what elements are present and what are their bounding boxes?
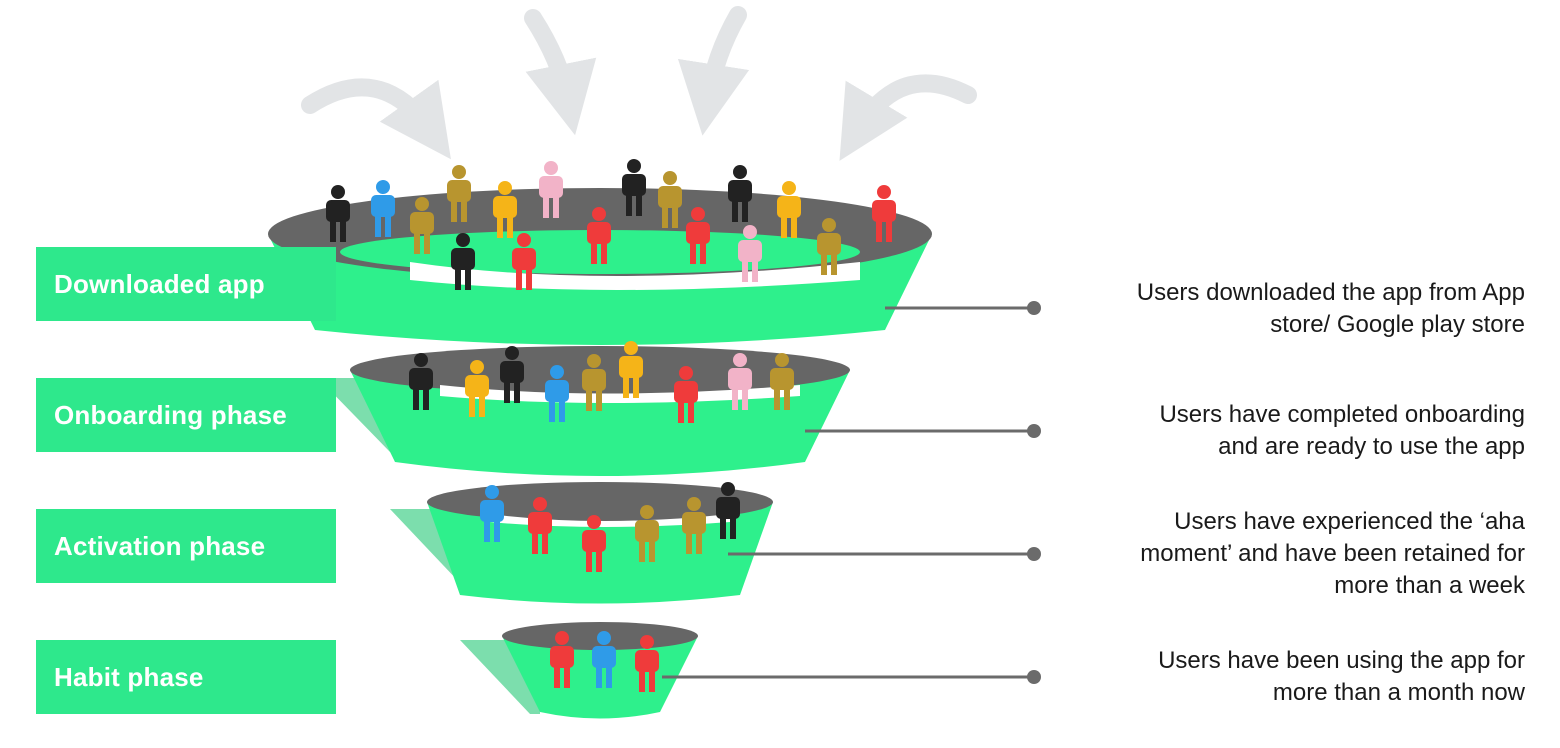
person-icon	[512, 233, 536, 290]
person-icon	[777, 181, 801, 238]
stage-description-1: Users downloaded the app from App store/…	[1045, 277, 1525, 341]
stage-description-4: Users have been using the app for more t…	[1045, 645, 1525, 709]
person-icon	[592, 631, 616, 688]
incoming-arrow-2	[524, 9, 597, 136]
person-icon	[682, 497, 706, 554]
person-icon	[539, 161, 563, 218]
person-icon	[409, 353, 433, 410]
stage-description-3-line-1: Users have experienced the ‘aha	[1174, 508, 1525, 535]
person-icon	[817, 218, 841, 275]
connectors	[662, 301, 1041, 684]
person-icon	[326, 185, 350, 242]
person-icon	[447, 165, 471, 222]
stage-label-downloaded-app: Downloaded app	[36, 247, 336, 321]
person-icon	[550, 631, 574, 688]
stage-description-1-line-1: Users downloaded the app from App	[1136, 279, 1525, 306]
stage-description-3-line-2: moment’ and have been retained for	[1140, 540, 1525, 567]
connector-dot-3	[1027, 547, 1041, 561]
connector-dot-2	[1027, 424, 1041, 438]
person-icon	[582, 515, 606, 572]
person-icon	[674, 366, 698, 423]
person-icon	[770, 353, 794, 410]
connector-dot-4	[1027, 670, 1041, 684]
stage-description-2-line-1: Users have completed onboarding	[1159, 401, 1525, 428]
person-icon	[587, 207, 611, 264]
people	[326, 159, 896, 692]
incoming-arrow-1	[301, 78, 451, 160]
person-icon	[686, 207, 710, 264]
incoming-arrows	[301, 6, 977, 161]
person-icon	[493, 181, 517, 238]
connector-dot-1	[1027, 301, 1041, 315]
person-icon	[716, 482, 740, 539]
stage-description-3: Users have experienced the ‘aha moment’ …	[1045, 506, 1525, 602]
person-icon	[528, 497, 552, 554]
incoming-arrow-3	[677, 6, 750, 136]
stage-description-4-line-1: Users have been using the app for	[1158, 647, 1525, 674]
person-icon	[728, 353, 752, 410]
person-icon	[872, 185, 896, 242]
person-icon	[465, 360, 489, 417]
person-icon	[635, 505, 659, 562]
stage-description-2: Users have completed onboarding and are …	[1045, 399, 1525, 463]
person-icon	[635, 635, 659, 692]
funnel-rim-3	[427, 482, 773, 522]
person-icon	[738, 225, 762, 282]
stage-label-habit-phase: Habit phase	[36, 640, 336, 714]
person-icon	[410, 197, 434, 254]
stage-description-2-line-2: and are ready to use the app	[1218, 433, 1525, 460]
stage-description-4-line-2: more than a month now	[1272, 679, 1525, 706]
person-icon	[480, 485, 504, 542]
stage-description-1-line-2: store/ Google play store	[1270, 311, 1525, 338]
stage-description-3-line-3: more than a week	[1334, 572, 1525, 599]
person-icon	[500, 346, 524, 403]
person-icon	[728, 165, 752, 222]
person-icon	[582, 354, 606, 411]
incoming-arrow-4	[839, 74, 977, 161]
stage-label-onboarding-phase: Onboarding phase	[36, 378, 336, 452]
person-icon	[622, 159, 646, 216]
person-icon	[451, 233, 475, 290]
person-icon	[371, 180, 395, 237]
stage-label-activation-phase: Activation phase	[36, 509, 336, 583]
person-icon	[545, 365, 569, 422]
person-icon	[658, 171, 682, 228]
person-icon	[619, 341, 643, 398]
